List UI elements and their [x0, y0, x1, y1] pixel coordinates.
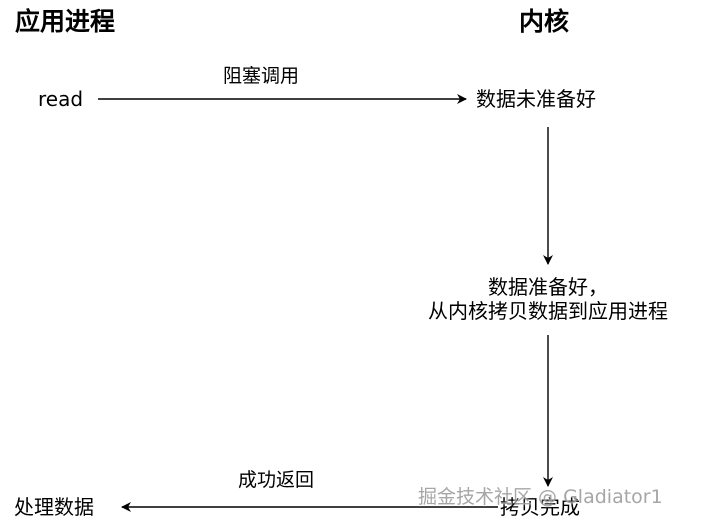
node-copy-done: 拷贝完成 — [500, 495, 580, 519]
node-read: read — [38, 87, 84, 111]
node-data-ready-line2: 从内核拷贝数据到应用进程 — [428, 299, 668, 323]
heading-app-process: 应用进程 — [15, 7, 116, 36]
edge-label-return-success: 成功返回 — [238, 469, 315, 491]
node-process-data: 处理数据 — [14, 495, 94, 519]
watermark-text: 掘金技术社区 @ Gladiator1 — [418, 486, 663, 508]
heading-kernel: 内核 — [519, 7, 570, 36]
node-data-ready-line1: 数据准备好， — [488, 275, 608, 299]
node-data-ready: 数据准备好， 从内核拷贝数据到应用进程 — [428, 275, 668, 323]
edge-label-blocking-call: 阻塞调用 — [223, 65, 300, 87]
node-data-not-ready: 数据未准备好 — [476, 87, 596, 111]
